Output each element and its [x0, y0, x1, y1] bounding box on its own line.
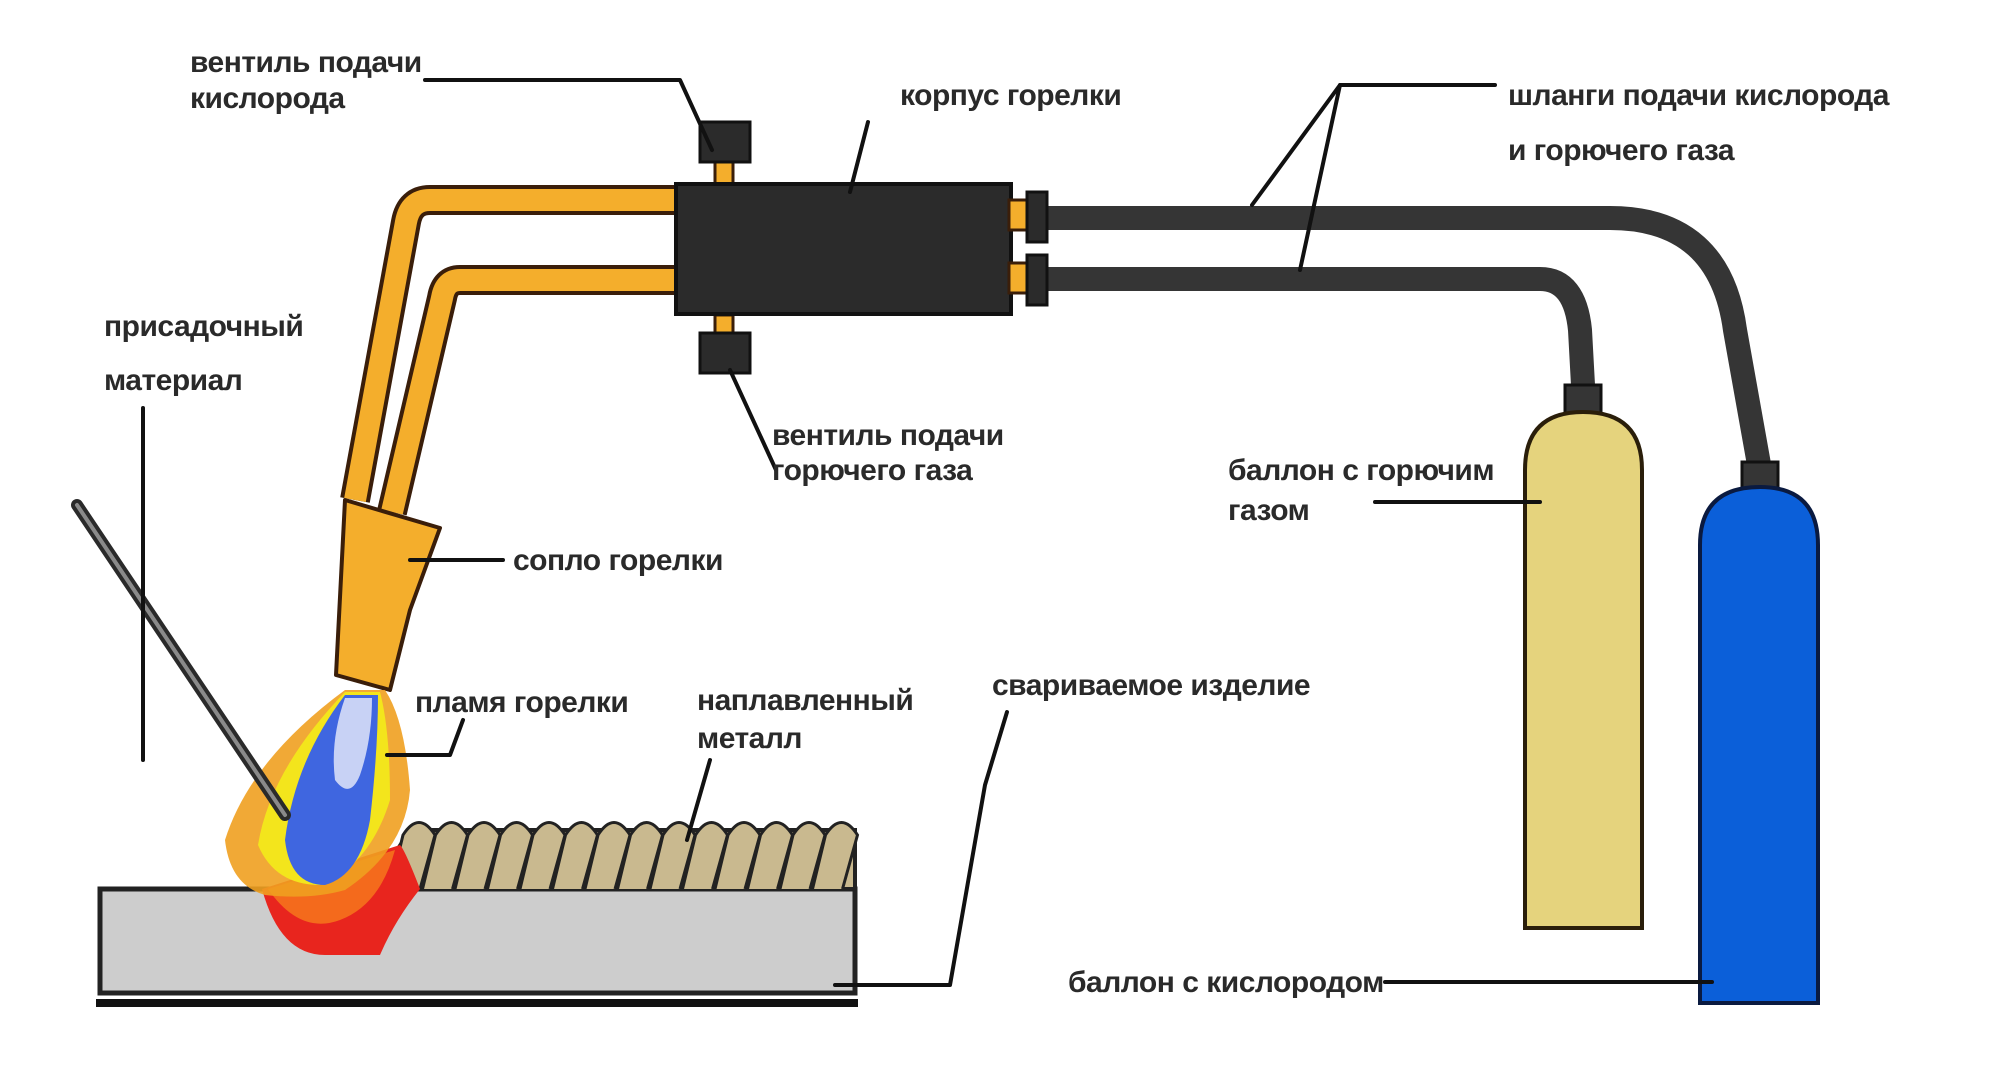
label-torch-body: корпус горелки	[900, 79, 1121, 112]
torch-body	[674, 182, 1013, 316]
flame-inner-cone	[333, 698, 372, 789]
torch-tube-outer-fill	[344, 189, 690, 502]
label-nozzle-line1: сопло горелки	[513, 544, 723, 577]
filler-rod-core	[75, 503, 287, 817]
oxygen-cylinder	[1698, 460, 1820, 1005]
label-oxygen-cylinder-line1: баллон с кислородом	[1068, 966, 1384, 999]
label-oxygen-valve: вентиль подачи кислорода	[190, 46, 430, 115]
fuel-valve-knob[interactable]	[698, 331, 752, 375]
deposited-metal-bead	[368, 821, 860, 891]
label-nozzle: сопло горелки	[513, 544, 723, 577]
torch-nozzle[interactable]	[334, 498, 442, 692]
leader-fuel-valve	[728, 368, 778, 472]
label-flame: пламя горелки	[415, 686, 628, 719]
leader-hoses	[1250, 83, 1497, 207]
label-filler-line1: присадочный	[104, 310, 303, 343]
label-oxygen-valve-line2: кислорода	[190, 82, 345, 115]
oxygen-hose-connector	[1025, 190, 1049, 244]
bead-ripple	[811, 821, 860, 890]
torch-body-group	[674, 120, 1049, 375]
label-oxygen-valve-line1: вентиль подачи	[190, 46, 422, 79]
fuel-cylinder	[1523, 383, 1644, 930]
label-hoses-line1: шланги подачи кислорода	[1508, 79, 1890, 112]
leader-hoses-2	[1298, 83, 1342, 272]
label-fuel-valve: вентиль подачи горючего газа	[772, 419, 1012, 487]
leader-workpiece	[833, 710, 1009, 987]
label-filler-material: присадочный материал	[104, 310, 311, 397]
leader-lines	[141, 78, 1714, 987]
hoses	[1048, 206, 1772, 473]
label-fuel-valve-line2: горючего газа	[772, 454, 973, 487]
leader-flame	[385, 718, 465, 757]
filler-rod	[71, 499, 291, 821]
fuel-hose	[1048, 267, 1595, 386]
oxygen-hose	[1048, 206, 1772, 473]
label-fuel-cylinder-line1: баллон с горючим	[1228, 454, 1494, 487]
label-workpiece: свариваемое изделие	[992, 669, 1310, 702]
oxygen-cylinder-body	[1698, 484, 1820, 1005]
label-hoses-line2: и горючего газа	[1508, 134, 1735, 167]
label-torch-body-line1: корпус горелки	[900, 79, 1121, 112]
label-fuel-cylinder-line2: газом	[1228, 494, 1309, 527]
torch-tube-inner-fill	[381, 269, 690, 515]
label-oxygen-cylinder: баллон с кислородом	[1068, 966, 1384, 999]
fuel-hose-connector	[1025, 253, 1049, 307]
label-workpiece-line1: свариваемое изделие	[992, 669, 1310, 702]
label-deposited-metal-line1: наплавленный	[697, 684, 913, 717]
fuel-cylinder-body	[1523, 409, 1644, 930]
leader-oxygen-valve	[423, 78, 714, 152]
fuel-cylinder-cap	[1563, 383, 1603, 415]
leader-deposited-metal	[685, 758, 712, 842]
oxygen-cylinder-cap	[1740, 460, 1780, 490]
workpiece	[96, 886, 858, 1007]
flame	[225, 690, 420, 955]
label-hoses: шланги подачи кислорода и горючего газа	[1508, 79, 1897, 167]
torch-tubes	[340, 185, 690, 516]
label-deposited-metal: наплавленный металл	[697, 684, 921, 755]
label-flame-line1: пламя горелки	[415, 686, 628, 719]
label-deposited-metal-line2: металл	[697, 722, 802, 755]
label-fuel-valve-line1: вентиль подачи	[772, 419, 1004, 452]
label-fuel-cylinder: баллон с горючим газом	[1228, 454, 1502, 527]
label-filler-line2: материал	[104, 364, 242, 397]
leader-torch-body	[848, 120, 870, 194]
workpiece-plate	[97, 886, 858, 996]
